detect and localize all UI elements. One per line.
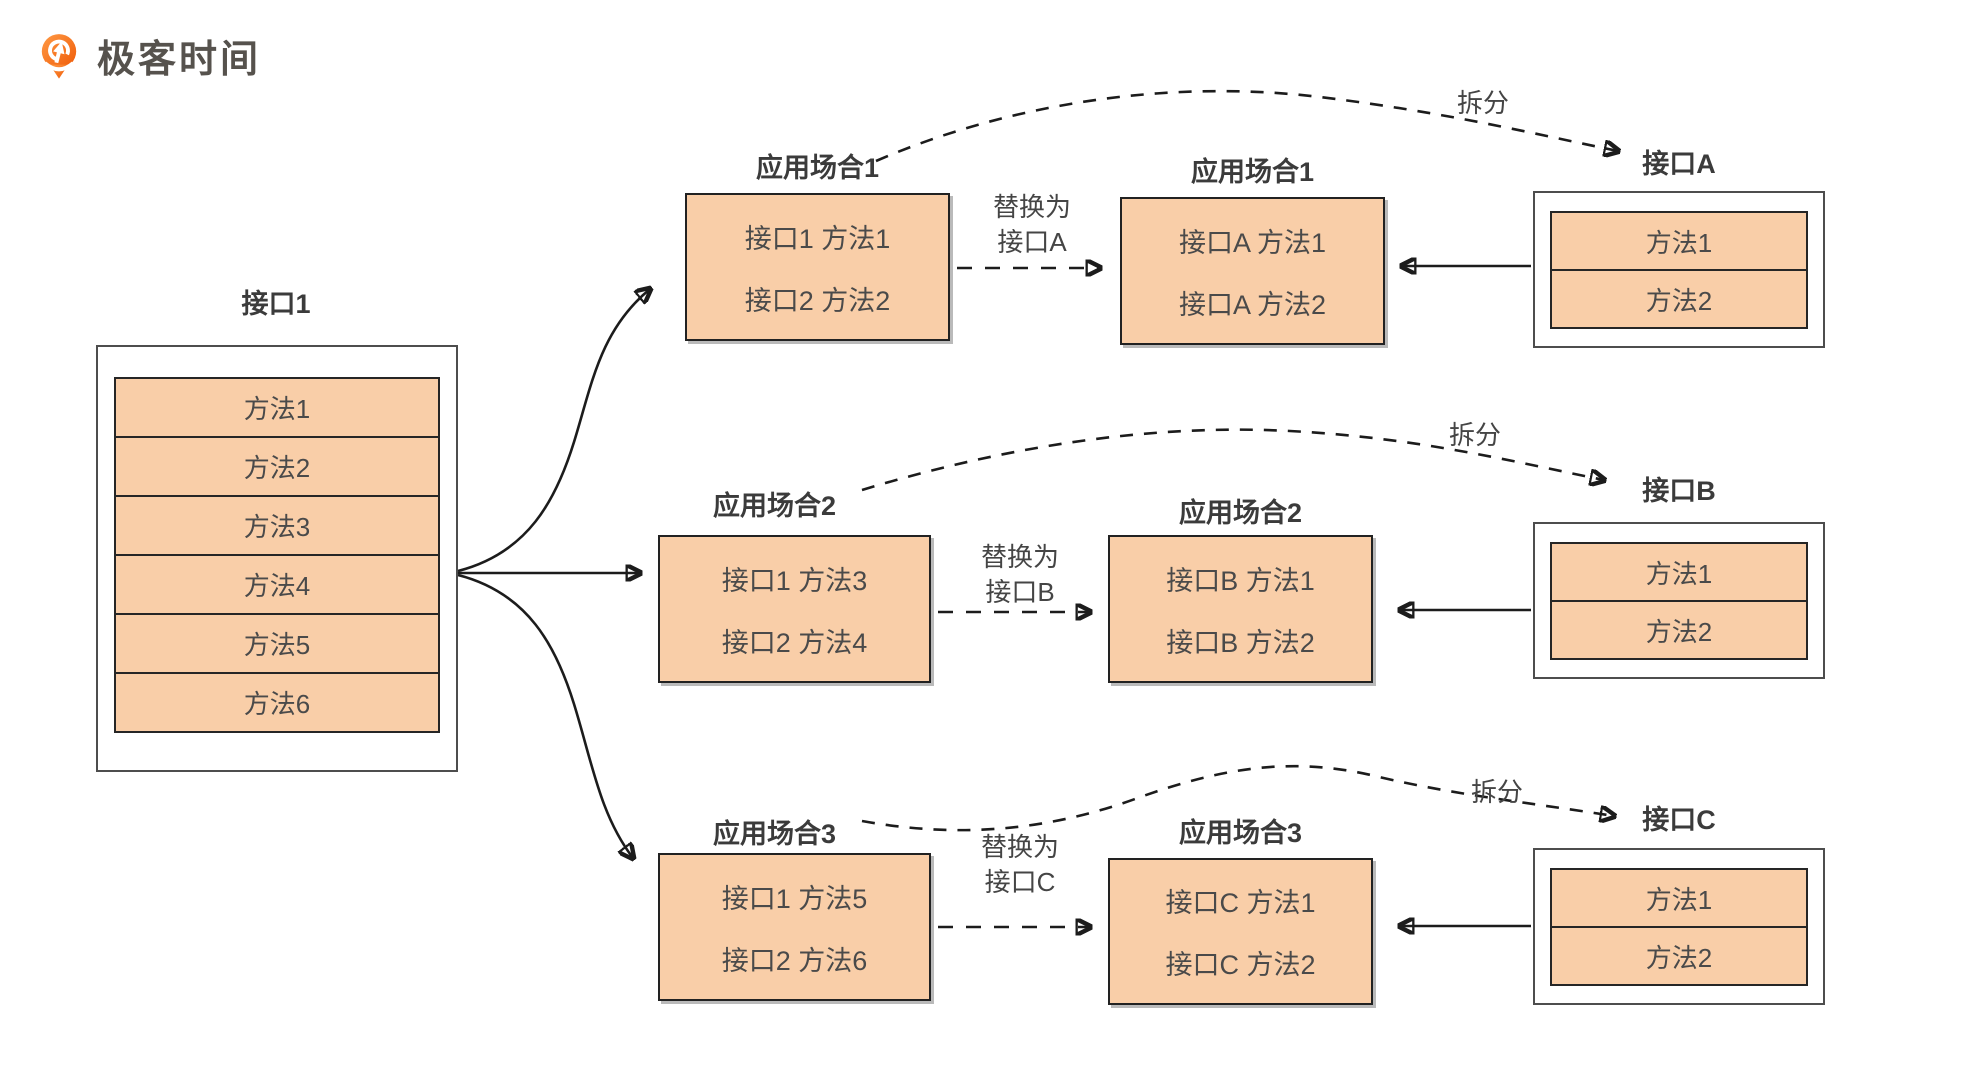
method-cell: 方法3 <box>114 495 440 556</box>
replace-label: 替换为 接口B <box>980 542 1059 607</box>
interface-box: 方法1 方法2 <box>1533 522 1825 679</box>
scenario-label: 应用场合3 <box>712 819 837 849</box>
scenario-label: 应用场合2 <box>712 491 837 521</box>
interface-title: 接口C <box>1642 805 1716 835</box>
method-cell: 方法1 <box>1550 542 1808 602</box>
usage-box-line: 接口2 方法2 <box>744 285 891 316</box>
result-box: 接口B 方法1 接口B 方法2 <box>1108 535 1373 683</box>
scenario-label: 应用场合2 <box>1178 498 1303 528</box>
result-box: 接口C 方法1 接口C 方法2 <box>1108 858 1373 1005</box>
split-label: 拆分 <box>1456 88 1509 118</box>
source-interface-title: 接口1 <box>241 289 311 319</box>
brand-name: 极客时间 <box>97 39 262 81</box>
usage-box-line: 接口2 方法6 <box>721 945 868 976</box>
replace-label: 替换为 接口C <box>980 832 1059 897</box>
method-cell: 方法1 <box>114 377 440 438</box>
result-box-line: 接口A 方法1 <box>1178 227 1327 258</box>
method-cell: 方法2 <box>1550 269 1808 329</box>
split-label: 拆分 <box>1470 777 1523 807</box>
method-cell: 方法2 <box>114 436 440 497</box>
result-box: 接口A 方法1 接口A 方法2 <box>1120 197 1385 345</box>
interface-box: 方法1 方法2 <box>1533 848 1825 1005</box>
scenario-label: 应用场合3 <box>1178 818 1303 848</box>
usage-box-line: 接口1 方法5 <box>721 883 868 914</box>
interface-title: 接口B <box>1642 476 1716 506</box>
method-cell: 方法4 <box>114 554 440 615</box>
usage-box: 接口1 方法5 接口2 方法6 <box>658 853 931 1001</box>
brand-logo: 极客时间 <box>34 28 261 83</box>
method-cell: 方法2 <box>1550 926 1808 986</box>
usage-box-line: 接口1 方法1 <box>744 223 891 254</box>
source-interface-box: 方法1 方法2 方法3 方法4 方法5 方法6 <box>96 345 458 772</box>
result-box-line: 接口B 方法1 <box>1166 565 1315 596</box>
replace-label: 替换为 接口A <box>992 192 1071 257</box>
method-cell: 方法1 <box>1550 868 1808 928</box>
result-box-line: 接口C 方法1 <box>1165 888 1316 919</box>
split-label: 拆分 <box>1448 420 1501 450</box>
usage-box: 接口1 方法3 接口2 方法4 <box>658 535 931 683</box>
method-cell: 方法6 <box>114 672 440 733</box>
usage-box-line: 接口1 方法3 <box>721 565 868 596</box>
fan-arrow-bottom <box>457 573 633 858</box>
result-box-line: 接口C 方法2 <box>1165 949 1316 980</box>
result-box-line: 接口B 方法2 <box>1166 627 1315 658</box>
method-cell: 方法2 <box>1550 600 1808 660</box>
usage-box: 接口1 方法1 接口2 方法2 <box>685 193 950 341</box>
fan-arrow-top <box>457 289 650 573</box>
interface-box: 方法1 方法2 <box>1533 191 1825 348</box>
method-cell: 方法5 <box>114 613 440 674</box>
geektime-logo-icon <box>41 33 77 79</box>
usage-box-line: 接口2 方法4 <box>721 627 868 658</box>
result-box-line: 接口A 方法2 <box>1178 289 1327 320</box>
scenario-label: 应用场合1 <box>755 153 880 183</box>
interface-title: 接口A <box>1642 149 1716 179</box>
method-cell: 方法1 <box>1550 211 1808 271</box>
scenario-label: 应用场合1 <box>1190 157 1315 187</box>
